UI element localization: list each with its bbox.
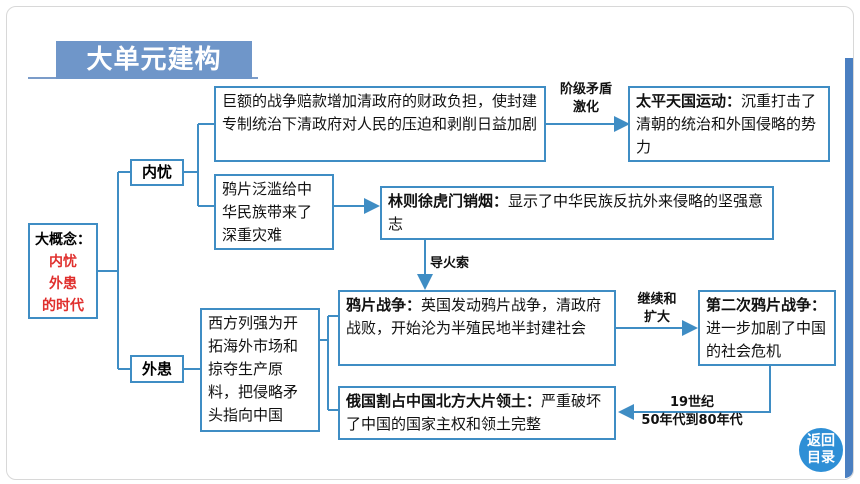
taiping-box: 太平天国运动：沉重打击了清朝的统治和外国侵略的势力 [628, 86, 830, 162]
back-to-contents-button[interactable]: 返回 目录 [799, 428, 843, 472]
branch-internal: 内忧 [130, 159, 184, 186]
second-opium-war-box: 第二次鸦片战争： 进一步加剧了中国的社会危机 [698, 290, 836, 366]
big-concept-box: 大概念： 内忧 外患 的时代 [28, 223, 98, 319]
branch-external: 外患 [130, 355, 184, 383]
label-period-1: 19世纪 [669, 395, 715, 410]
label-period: 19世纪 50年代到80年代 [622, 394, 762, 430]
big-concept-line2: 外患 [49, 276, 77, 292]
indemnity-box: 巨额的战争赔款增加清政府的财政负担，使封建专制统治下清政府对人民的压迫和剥削日益… [214, 86, 546, 162]
back-button-line2: 目录 [807, 450, 835, 466]
label-intensify-2: 激化 [572, 100, 599, 115]
linzexu-box: 林则徐虎门销烟：显示了中华民族反抗外来侵略的坚强意志 [380, 186, 774, 240]
label-period-2: 50年代到80年代 [641, 413, 743, 428]
opium-flood-text: 鸦片泛滥给中华民族带来了深重灾难 [222, 180, 313, 244]
big-concept-line3: 的时代 [42, 298, 84, 314]
russia-box: 俄国割占中国北方大片领土：严重破坏了中国的国家主权和领土完整 [338, 386, 616, 440]
linzexu-text: 显示了中华民族反抗外来侵略的坚强意志 [388, 192, 764, 233]
big-concept-label: 大概念： [35, 232, 91, 248]
opium-war-text: 英国发动鸦片战争，清政府战败，开始沦为半殖民地半封建社会 [346, 296, 602, 337]
indemnity-text: 巨额的战争赔款增加清政府的财政负担，使封建专制统治下清政府对人民的压迫和剥削日益… [222, 92, 538, 133]
page-title: 大单元建构 [56, 41, 252, 79]
taiping-lead: 太平天国运动： [636, 92, 742, 110]
slide-accent-bar [845, 58, 853, 478]
second-war-text: 进一步加剧了中国的社会危机 [706, 319, 827, 360]
western-powers-text: 西方列强为开拓海外市场和掠夺生产原料，把侵略矛头指向中国 [208, 314, 299, 424]
opium-war-lead: 鸦片战争： [346, 296, 422, 314]
back-button-line1: 返回 [807, 433, 835, 449]
label-continue: 继续和 扩大 [622, 291, 692, 327]
label-fuse: 导火索 [430, 256, 470, 271]
label-intensify-1: 阶级矛盾 [559, 82, 612, 97]
label-intensify: 阶级矛盾 激化 [548, 81, 624, 117]
second-war-lead: 第二次鸦片战争： [706, 296, 827, 314]
big-concept-line1: 内忧 [49, 254, 77, 270]
taiping-text: 沉重打击了清朝的统治和外国侵略的势力 [636, 92, 817, 156]
opium-war-box: 鸦片战争：英国发动鸦片战争，清政府战败，开始沦为半殖民地半封建社会 [338, 290, 616, 366]
label-continue-1: 继续和 [637, 292, 677, 307]
opium-flood-box: 鸦片泛滥给中华民族带来了深重灾难 [214, 174, 334, 250]
linzexu-lead: 林则徐虎门销烟： [388, 192, 509, 210]
russia-lead: 俄国割占中国北方大片领土： [346, 392, 542, 410]
russia-text: 严重破坏了中国的国家主权和领土完整 [346, 392, 602, 433]
western-powers-box: 西方列强为开拓海外市场和掠夺生产原料，把侵略矛头指向中国 [200, 308, 320, 432]
label-continue-2: 扩大 [643, 310, 670, 325]
